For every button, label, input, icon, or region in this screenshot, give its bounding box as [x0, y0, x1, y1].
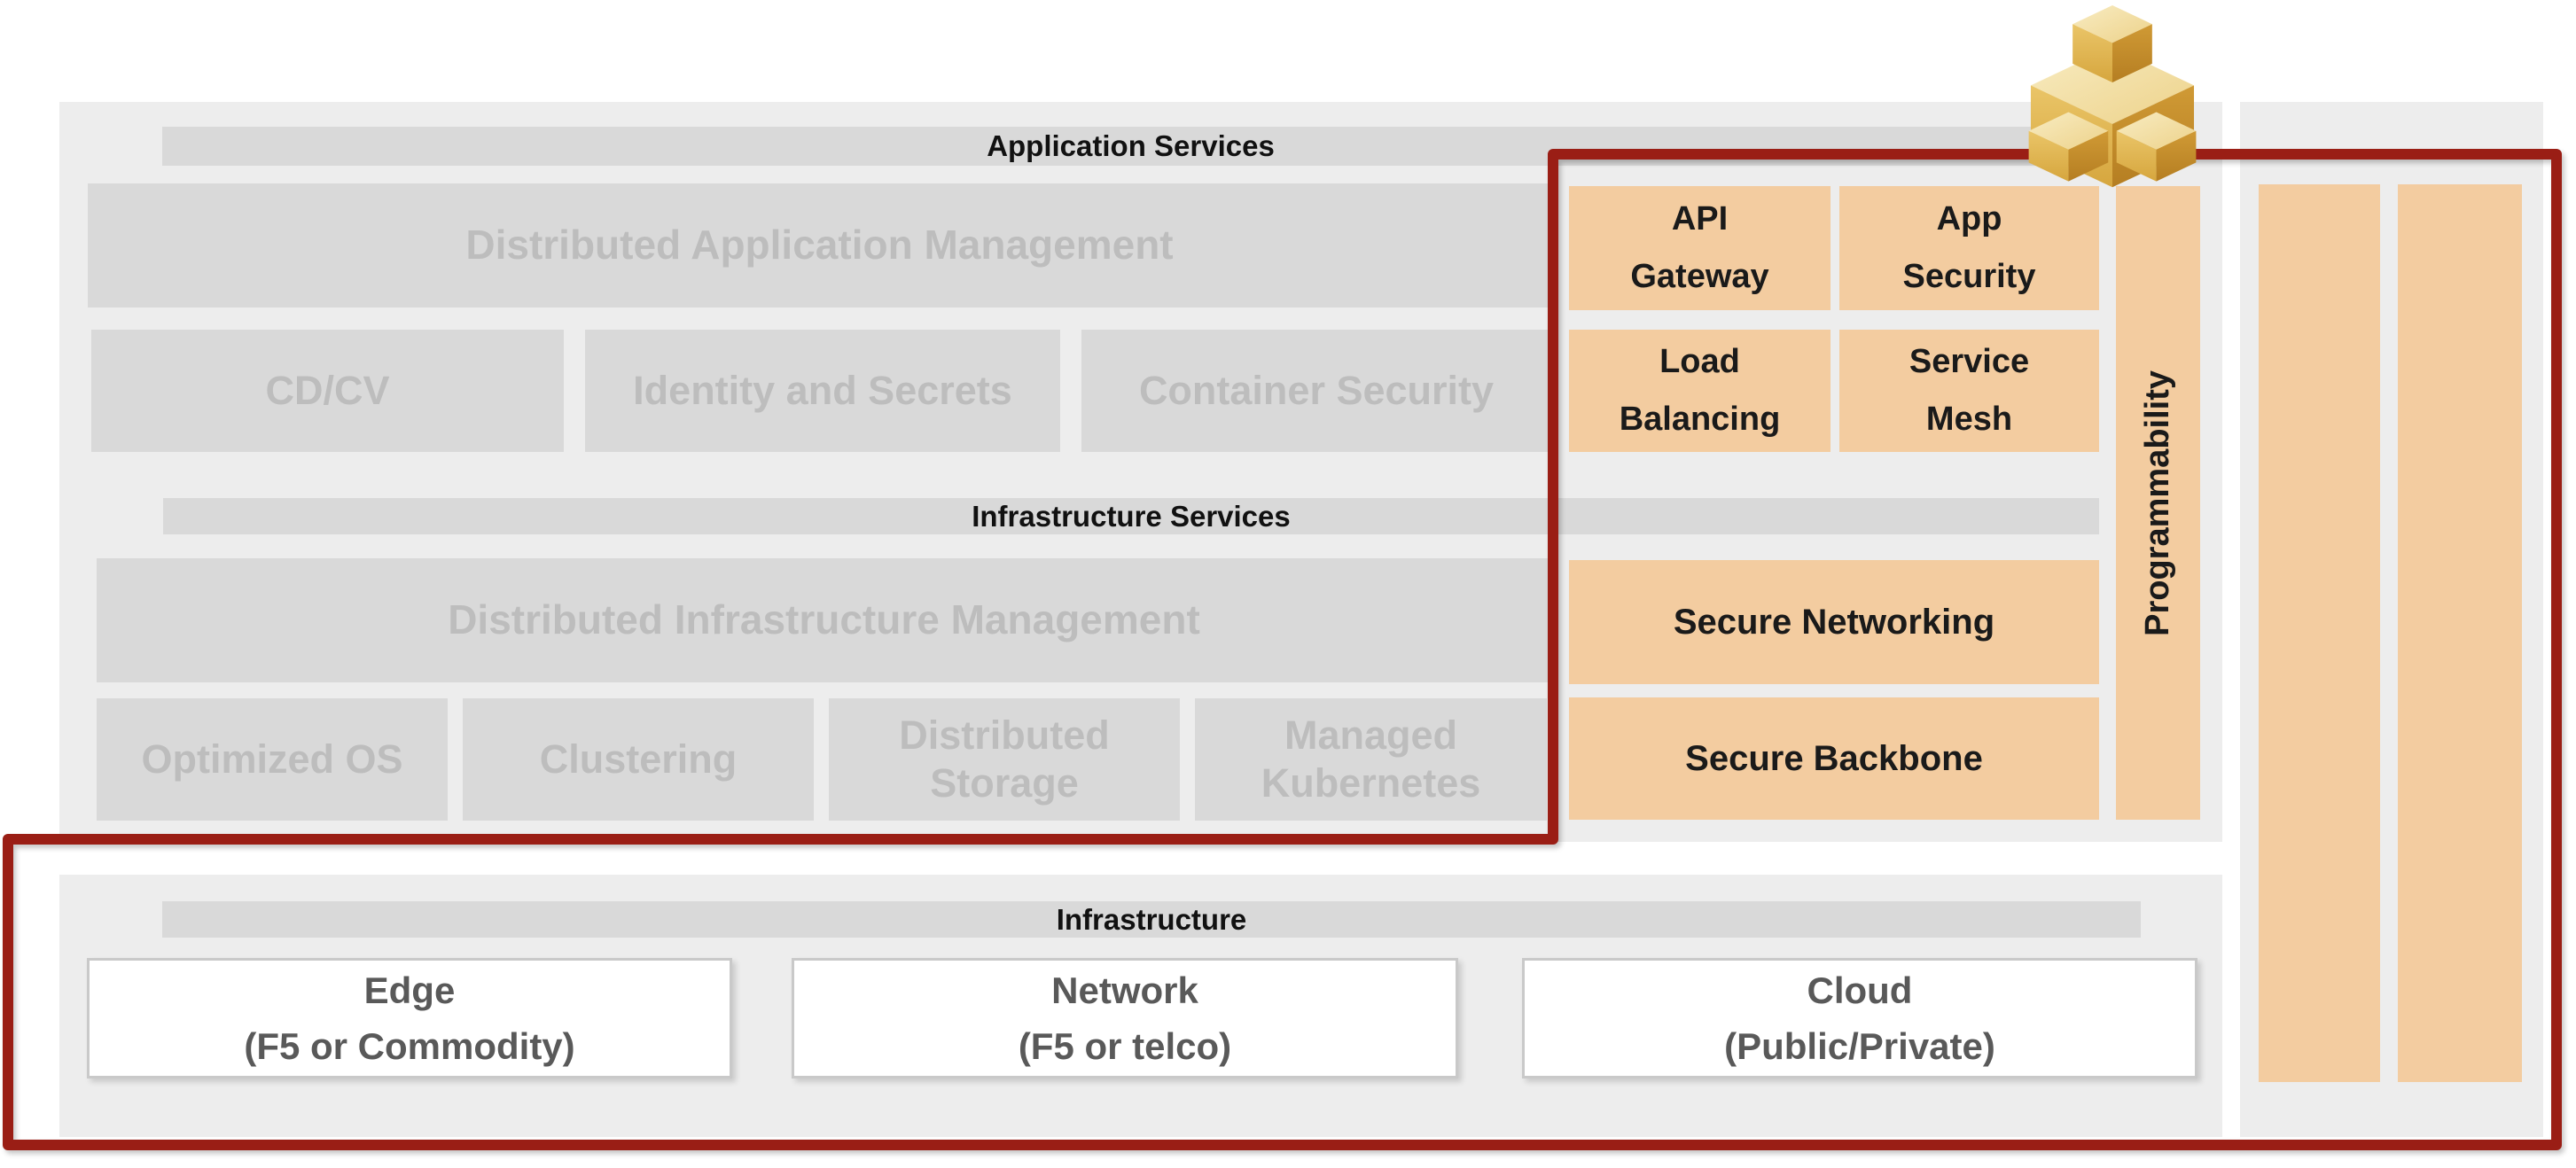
header-bar-infrastructure: Infrastructure	[162, 901, 2141, 938]
bar-programmability: Programmability	[2116, 186, 2200, 820]
box-secure-backbone: Secure Backbone	[1569, 697, 2099, 820]
box-network: Network (F5 or telco)	[792, 958, 1458, 1078]
infrastructure-label: Infrastructure	[1056, 902, 1247, 936]
header-bar-infrastructure-services: Infrastructure Services	[163, 498, 2099, 534]
header-bar-application-services: Application Services	[162, 127, 2099, 166]
box-distributed-infrastructure-management: Distributed Infrastructure Management	[97, 558, 1551, 682]
infrastructure-services-label: Infrastructure Services	[972, 499, 1291, 533]
bar-multi-tenancy	[2398, 184, 2522, 1082]
box-secure-networking: Secure Networking	[1569, 560, 2099, 684]
box-api-gateway: API Gateway	[1569, 186, 1831, 310]
box-managed-kubernetes: Managed Kubernetes	[1195, 698, 1547, 821]
box-cloud: Cloud (Public/Private)	[1522, 958, 2197, 1078]
box-distributed-application-management: Distributed Application Management	[88, 183, 1551, 308]
box-edge: Edge (F5 or Commodity)	[87, 958, 732, 1078]
box-service-mesh: Service Mesh	[1839, 330, 2099, 452]
cube-logo-icon	[2028, 5, 2197, 188]
box-cd-cv: CD/CV	[91, 330, 564, 452]
box-optimized-os: Optimized OS	[97, 698, 448, 821]
application-services-label: Application Services	[987, 129, 1275, 162]
box-app-security: App Security	[1839, 186, 2099, 310]
bar-observability	[2259, 184, 2380, 1082]
box-identity-and-secrets: Identity and Secrets	[585, 330, 1060, 452]
box-load-balancing: Load Balancing	[1569, 330, 1831, 452]
box-clustering: Clustering	[463, 698, 814, 821]
box-distributed-storage: Distributed Storage	[829, 698, 1180, 821]
box-container-security: Container Security	[1081, 330, 1551, 452]
